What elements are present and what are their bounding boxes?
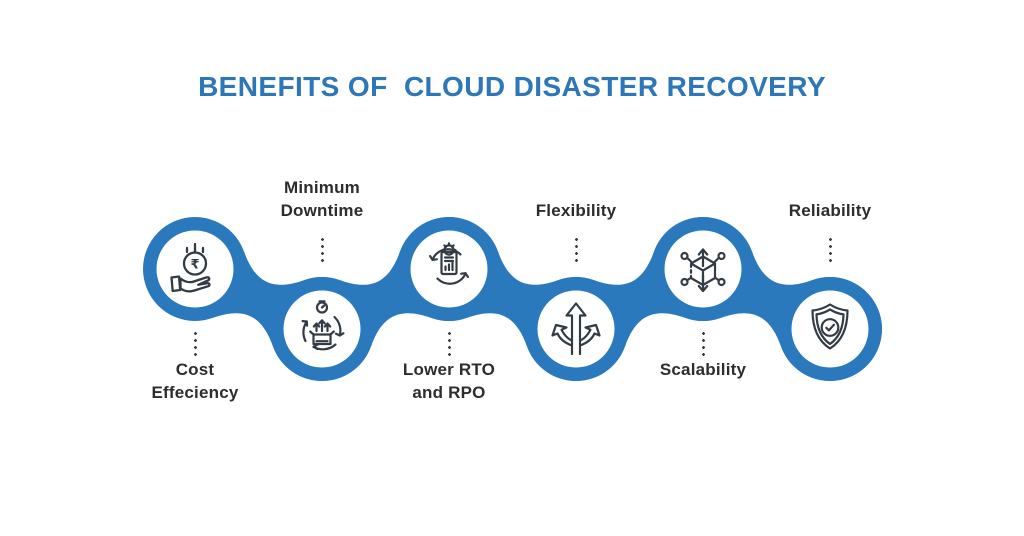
node-label-scalability: Scalability (618, 358, 788, 381)
rto-rpo-document-icon (417, 237, 481, 301)
label-line: Flexibility (535, 201, 617, 220)
node-label-lower-rto-rpo: Lower RTO and RPO (364, 358, 534, 404)
label-line: Cost (175, 360, 215, 379)
branching-arrows-icon (544, 297, 608, 361)
dotted-connector (574, 236, 578, 264)
label-line: Minimum (283, 178, 360, 197)
rupee-hand-icon: ₹ (163, 237, 227, 301)
label-line: Lower RTO (402, 360, 496, 379)
cube-network-icon (671, 237, 735, 301)
page-title: BENEFITS OF CLOUD DISASTER RECOVERY (198, 71, 826, 102)
label-line: and RPO (412, 383, 486, 402)
label-line: Reliability (788, 201, 872, 220)
rupee-glyph: ₹ (190, 258, 199, 273)
restore-box-icon (290, 297, 354, 361)
shield-check-icon (798, 297, 862, 361)
node-label-cost-efficiency: Cost Effeciency (110, 358, 280, 404)
dotted-connector (320, 236, 324, 264)
node-inner-circle (664, 230, 742, 308)
label-line: Downtime (280, 201, 364, 220)
dotted-connector (447, 330, 451, 358)
node-label-reliability: Reliability (745, 170, 915, 222)
dotted-connector (828, 236, 832, 264)
node-label-minimum-downtime: Minimum Downtime (237, 170, 407, 222)
dotted-connector (701, 330, 705, 358)
node-inner-circle (156, 230, 234, 308)
dotted-connector (193, 330, 197, 358)
label-line: Effeciency (151, 383, 239, 402)
node-inner-circle (537, 290, 615, 368)
node-label-flexibility: Flexibility (491, 170, 661, 222)
label-line: Scalability (659, 360, 747, 379)
